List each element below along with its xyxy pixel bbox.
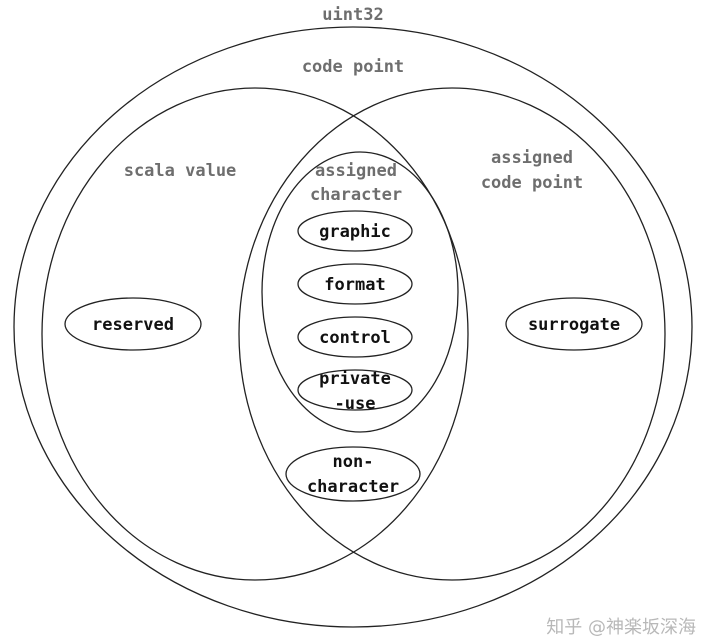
private-use-label-1: private [319, 369, 391, 389]
watermark: 知乎 @神楽坂深海 [546, 617, 696, 638]
noncharacter-label-1: non- [333, 452, 374, 472]
reserved-node [64, 297, 202, 351]
scala-value-set [41, 87, 469, 581]
private-use-label-2: -use [335, 394, 376, 414]
format-label: format [324, 275, 385, 295]
private-use-node [297, 369, 413, 411]
graphic-label: graphic [319, 222, 391, 242]
noncharacter-node [285, 446, 421, 502]
assigned-character-label-1: assigned [315, 161, 397, 181]
uint32-set [13, 26, 693, 628]
assigned-code-point-label-2: code point [481, 173, 583, 193]
surrogate-label: surrogate [528, 315, 620, 335]
format-node [297, 263, 413, 305]
assigned-code-point-set [238, 87, 666, 581]
assigned-code-point-label-1: assigned [491, 148, 573, 168]
control-node [297, 316, 413, 358]
uint32-label: uint32 [322, 5, 383, 25]
code-point-label: code point [302, 57, 404, 77]
surrogate-node [505, 297, 643, 351]
scala-value-label: scala value [124, 161, 237, 181]
graphic-node [297, 210, 413, 252]
assigned-character-label-2: character [310, 185, 402, 205]
noncharacter-label-2: character [307, 477, 399, 497]
reserved-label: reserved [92, 315, 174, 335]
assigned-character-set [261, 151, 459, 433]
control-label: control [319, 328, 391, 348]
